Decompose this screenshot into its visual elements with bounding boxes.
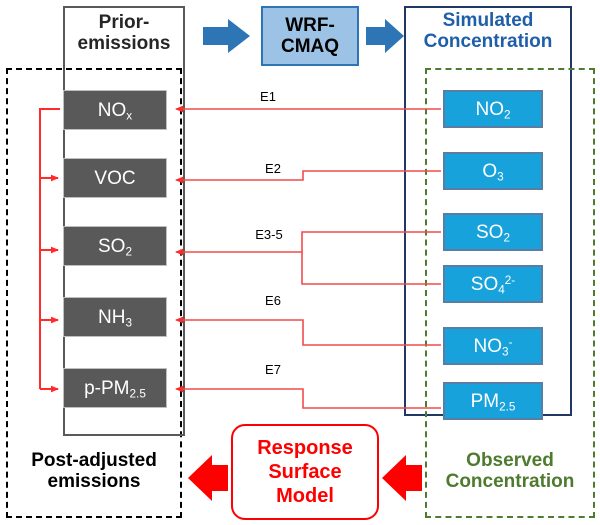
emission-chip-voc-label: VOC <box>94 167 136 189</box>
emission-chip-nh3-label: NH3 <box>98 306 132 329</box>
link-label-e7: E7 <box>265 362 281 377</box>
concentration-chip-so4-2minus[interactable]: SO42- <box>443 265 543 303</box>
emission-chip-so2-label: SO2 <box>98 235 132 258</box>
concentration-chip-pm25[interactable]: PM2.5 <box>443 382 543 420</box>
prior-emissions-title: Prior- emissions <box>77 12 171 55</box>
post-adjusted-emissions-title: Post-adjusted emissions <box>31 450 157 493</box>
concentration-chip-pm25-label: PM2.5 <box>470 390 516 413</box>
prior-emissions-panel <box>63 6 185 436</box>
emission-chip-voc[interactable]: VOC <box>63 158 167 198</box>
simulated-concentration-title: Simulated Concentration <box>423 10 553 53</box>
connector-e6 <box>175 316 441 346</box>
emission-chip-p-pm25[interactable]: p-PM2.5 <box>63 368 167 408</box>
link-label-e35: E3-5 <box>255 227 283 242</box>
concentration-chip-so4-2minus-label: SO42- <box>470 273 516 296</box>
concentration-chip-so2-label: SO2 <box>476 221 510 244</box>
connector-e35-so2 <box>175 231 441 256</box>
blue-arrow-prior-to-wrf <box>203 19 250 53</box>
link-label-e1: E1 <box>260 89 276 104</box>
observed-concentration-title: Observed Concentration <box>445 450 575 493</box>
red-arrow-rsm-to-post <box>188 455 228 501</box>
link-label-e2: E2 <box>265 161 281 176</box>
observed-dashed-group <box>425 68 595 518</box>
red-arrow-observed-to-rsm <box>382 455 422 501</box>
emission-chip-p-pm25-label: p-PM2.5 <box>84 377 146 400</box>
concentration-chip-no2-label: NO2 <box>475 98 511 121</box>
connector-e7 <box>175 385 441 409</box>
emission-chip-nox-label: NOx <box>97 99 133 122</box>
wrf-cmaq-box[interactable]: WRF- CMAQ <box>261 6 359 66</box>
response-surface-model-box[interactable]: Response Surface Model <box>231 424 379 520</box>
concentration-chip-no2[interactable]: NO2 <box>443 90 543 128</box>
emissions-dashed-group <box>6 68 182 518</box>
concentration-chip-so2[interactable]: SO2 <box>443 213 543 251</box>
emission-chip-nh3[interactable]: NH3 <box>63 297 167 337</box>
link-label-e6: E6 <box>265 293 281 308</box>
emission-chip-so2[interactable]: SO2 <box>63 226 167 266</box>
blue-arrow-wrf-to-simulated <box>366 19 404 53</box>
concentration-chip-no3-minus-label: NO3- <box>473 335 513 358</box>
concentration-chip-o3[interactable]: O3 <box>443 152 543 190</box>
concentration-chip-o3-label: O3 <box>482 160 504 183</box>
emission-chip-nox[interactable]: NOx <box>63 90 167 130</box>
concentration-chip-no3-minus[interactable]: NO3- <box>443 327 543 365</box>
